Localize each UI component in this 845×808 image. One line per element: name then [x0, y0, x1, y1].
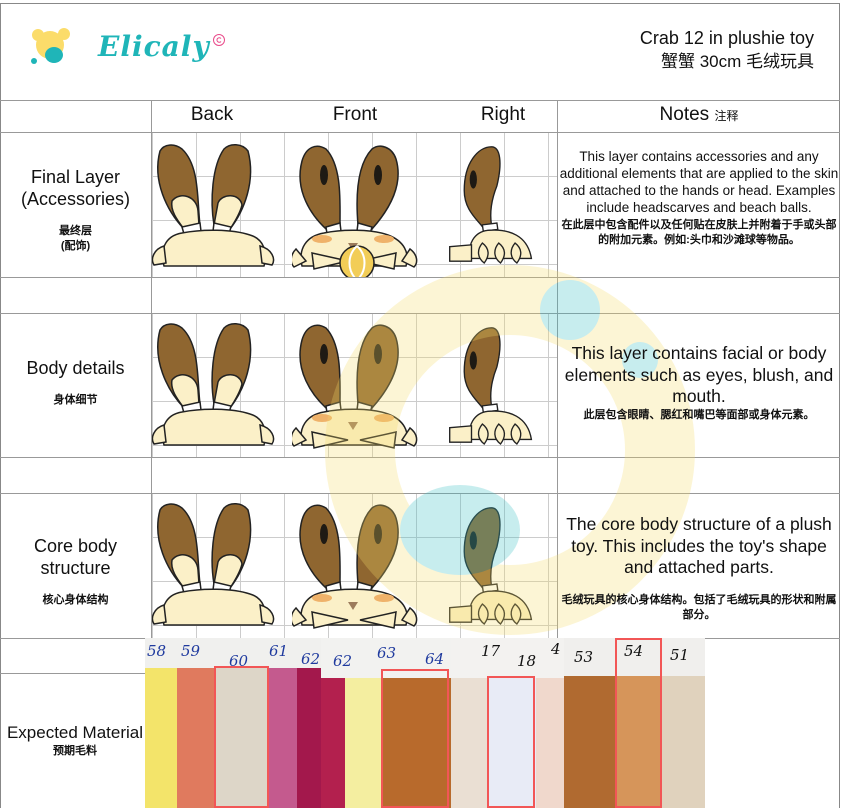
swatch-label: 60 [229, 652, 249, 670]
crab-front-view [292, 494, 422, 636]
material-photo-4: 53 54 51 [564, 638, 705, 808]
note-cn: 毛绒玩具的核心身体结构。包括了毛绒玩具的形状和附属部分。 [561, 593, 837, 621]
notes-cn: 注释 [714, 109, 739, 123]
selected-swatch-highlight [214, 666, 269, 808]
crab-front-view [292, 314, 422, 456]
divider [0, 493, 840, 494]
swatch-label: 58 [147, 642, 167, 660]
crab-right-view [437, 314, 555, 456]
swatch-label: 62 [301, 650, 321, 668]
swatch-label: 51 [670, 646, 690, 664]
row-label-final-layer: Final Layer (Accessories) 最终层 (配饰) [0, 166, 151, 254]
note-en: The core body structure of a plush toy. … [566, 514, 832, 577]
row-label-material: Expected Material 预期毛料 [0, 722, 150, 759]
divider [0, 673, 145, 674]
column-notes: Notes 注释 [558, 104, 840, 126]
selected-swatch-highlight [487, 676, 535, 808]
notes-en: Notes [659, 104, 710, 125]
note-en: This layer contains accessories and any … [559, 149, 839, 215]
swatch-label: 62 [333, 652, 353, 670]
divider [0, 132, 840, 133]
divider [0, 457, 840, 458]
core-body-drawings [152, 494, 557, 638]
row-label-core-body: Core body structure 核心身体结构 [0, 535, 151, 608]
label-cn: 核心身体结构 [42, 594, 109, 606]
title-en: Crab 12 in plushie toy [639, 28, 814, 48]
note-en: This layer contains facial or body eleme… [564, 343, 834, 406]
beach-ball-icon [339, 245, 375, 277]
document-frame [0, 3, 840, 808]
swatch-label: 18 [517, 652, 537, 670]
label-en-2: structure [40, 558, 111, 578]
note-core-body: The core body structure of a plush toy. … [558, 514, 840, 623]
swatch-label: 54 [624, 642, 644, 660]
crab-back-view [152, 494, 282, 636]
divider [0, 277, 840, 278]
selected-swatch-highlight [615, 638, 662, 808]
label-en-1: Core body [33, 536, 118, 556]
note-body-details: This layer contains facial or body eleme… [558, 343, 840, 423]
swatch-label: 17 [481, 642, 501, 660]
label-cn: 预期毛料 [53, 745, 97, 757]
logo-wordmark: Elicaly [98, 30, 225, 64]
crab-right-view [437, 133, 555, 275]
copyright-icon [212, 34, 225, 46]
label-cn-2: (配饰) [60, 240, 91, 252]
swatch-label: 53 [574, 648, 594, 666]
elicaly-logo [31, 28, 70, 64]
crab-back-view [152, 314, 282, 456]
column-front: Front [332, 104, 378, 125]
material-photo-2: 62 63 64 [321, 638, 451, 808]
divider [0, 313, 840, 314]
material-photo-1: 58 59 60 61 62 [145, 638, 321, 808]
swatch-label: 61 [269, 642, 289, 660]
divider [557, 100, 558, 638]
label-cn-1: 最终层 [59, 225, 92, 237]
swatch-label: 59 [181, 642, 201, 660]
row-label-body-details: Body details 身体细节 [0, 357, 151, 408]
selected-swatch-highlight [381, 669, 449, 808]
final-layer-drawings [152, 133, 557, 277]
note-cn: 此层包含眼睛、腮红和嘴巴等面部或身体元素。 [583, 408, 815, 421]
swatch-label: 64 [425, 650, 445, 668]
label-cn: 身体细节 [53, 394, 98, 406]
title-cn: 蟹蟹 30cm 毛绒玩具 [660, 52, 814, 71]
note-cn: 在此层中包含配件以及任何贴在皮肤上并附着于手或头部的附加元素。例如:头巾和沙滩球… [561, 219, 837, 246]
body-details-drawings [152, 314, 557, 457]
label-en-2: (Accessories) [20, 189, 131, 209]
label-en: Body details [26, 358, 125, 378]
crab-back-view [152, 135, 282, 277]
column-back: Back [190, 104, 234, 125]
swatch-label: 63 [377, 644, 397, 662]
material-photo-3: 17 18 4 [451, 638, 564, 808]
label-en: Expected Material [6, 723, 144, 742]
logo-text: Elicaly [98, 30, 210, 63]
divider [0, 100, 840, 101]
label-en-1: Final Layer [30, 167, 121, 187]
divider [151, 100, 152, 638]
crab-right-view [437, 494, 555, 636]
swatch-label: 4 [551, 640, 561, 658]
note-final-layer: This layer contains accessories and any … [558, 148, 840, 248]
column-right: Right [480, 104, 526, 125]
